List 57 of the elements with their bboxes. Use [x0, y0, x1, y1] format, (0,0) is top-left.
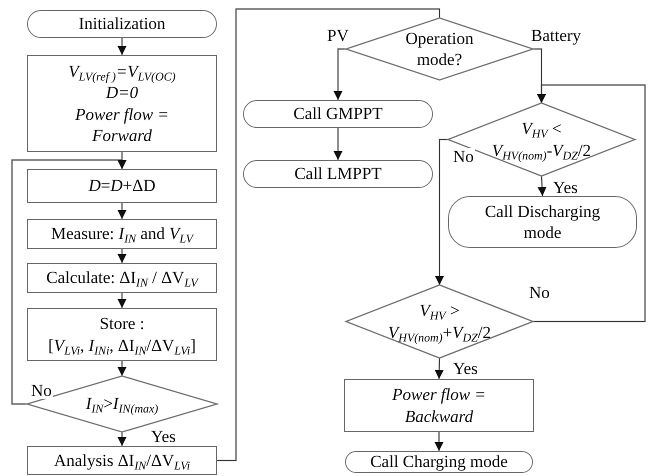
step-text: Call Charging mode — [370, 451, 508, 473]
edge-label: PV — [326, 27, 350, 44]
step-text: Calculate: ΔI$_{IN}$ / ΔV$_{LV}$ — [46, 267, 198, 289]
arrow — [118, 203, 126, 219]
arrow — [118, 38, 126, 55]
arrow — [334, 48, 346, 100]
condition-text: V$_{HV}$ > — [419, 300, 460, 322]
decision-diamond — [27, 376, 217, 432]
condition-text: I$_{IN}$>I$_{IN(max)}$ — [86, 393, 158, 415]
step-text: Analysis ΔI$_{IN}$/ΔV$_{LVi}$ — [54, 450, 190, 472]
process-box — [27, 446, 217, 475]
edge-label: Yes — [150, 428, 177, 445]
arrow — [118, 361, 126, 376]
edge-label: No — [452, 148, 475, 165]
edge-label: Yes — [552, 179, 579, 196]
arrow — [118, 249, 126, 263]
arrow — [538, 176, 547, 196]
step-text: Store : — [100, 313, 144, 334]
step-text: Call Discharging mode — [484, 200, 602, 244]
process-box — [344, 379, 534, 432]
arrow — [435, 138, 448, 285]
step-text: Power flow = Forward — [74, 104, 170, 146]
decision-diamond — [448, 103, 635, 176]
arrow — [434, 358, 444, 380]
condition-text: V$_{HV(nom)}$-V$_{DZ}$/2 — [492, 140, 592, 161]
process-box — [27, 308, 217, 361]
process-box — [27, 169, 217, 203]
step-text: Call LMPPT — [294, 163, 382, 185]
edge-label: No — [30, 382, 53, 399]
edge-label: Yes — [452, 360, 479, 377]
condition-text: V$_{HV(nom)}$+V$_{DZ}$/2 — [388, 322, 492, 343]
step-text: Initialization — [78, 13, 166, 35]
condition-text: V$_{HV}$ < — [521, 118, 562, 140]
terminal-box — [345, 451, 533, 473]
condition-text: Operation mode? — [404, 28, 474, 70]
step-text: [V$_{LVi}$, I$_{INi}$, ΔI$_{IN}$/ΔV$_{LVi}$] — [48, 334, 196, 356]
process-box — [27, 263, 217, 293]
process-box — [27, 219, 217, 249]
terminal-box — [243, 100, 433, 128]
edge-label: Battery — [530, 27, 582, 44]
step-text: Power flow = Backward — [391, 384, 487, 427]
arrow — [533, 84, 646, 322]
step-text: D=D+ΔD — [88, 175, 156, 197]
step-text: Measure: I$_{IN}$ and V$_{LV}$ — [51, 223, 193, 245]
terminal-box — [243, 160, 433, 188]
terminal-box — [448, 196, 637, 248]
process-box — [27, 55, 217, 152]
arrow — [118, 432, 126, 446]
terminal-box — [27, 10, 217, 38]
edge-label: No — [528, 284, 551, 301]
arrow — [334, 128, 342, 160]
step-text: Call GMPPT — [293, 103, 383, 125]
step-text: D=0 — [106, 83, 138, 104]
step-text: V$_{LV(ref )}$=V$_{LV(OC)}$ — [68, 61, 176, 82]
arrow — [434, 432, 444, 451]
arrow — [118, 293, 126, 308]
arrow — [11, 159, 126, 405]
